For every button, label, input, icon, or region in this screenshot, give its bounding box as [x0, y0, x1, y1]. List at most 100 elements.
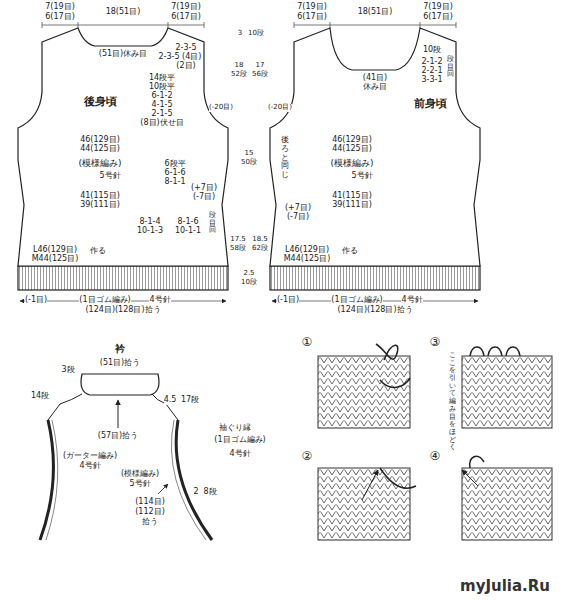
dimension-label: (-1目): [25, 296, 47, 305]
finishing-figure: [40, 394, 212, 540]
piece-note: 39(111目): [332, 201, 372, 210]
dimension-label: 17.5: [230, 236, 246, 244]
dimension-label: (-20目): [209, 104, 233, 112]
piece-name: 前身頃: [414, 98, 447, 110]
dimension-label: (模様編み): [121, 470, 159, 479]
dimension-label: 7(19目): [297, 3, 327, 12]
dimension-label: (41目): [363, 74, 387, 83]
dimension-label: 17段: [181, 396, 199, 405]
dimension-label: 52段: [231, 71, 247, 79]
dimension-label: (-1目): [277, 296, 299, 305]
dimension-label: 10段: [248, 30, 264, 38]
dimension-label: 2-1-5: [151, 110, 172, 119]
dimension-label: 8-1-1: [164, 178, 185, 187]
dimension-label: M44(125目): [284, 255, 331, 264]
dimension-label: 18(51目): [358, 8, 393, 17]
piece-outline: [270, 28, 480, 266]
dimension-label: 58段: [230, 245, 246, 253]
dimension-label: M44(125目): [32, 255, 79, 264]
dimension-label: (+7目): [191, 184, 217, 193]
dimension-label: (1目ゴム編み): [214, 436, 265, 445]
knitting-step-illustration: [318, 344, 552, 540]
step-number: ④: [430, 450, 441, 463]
dimension-label: 4号針: [229, 450, 250, 459]
dimension-label: (-7目): [287, 213, 309, 222]
dimension-label: (57目)拾う: [98, 432, 138, 441]
dimension-label: 2.5: [243, 270, 254, 278]
piece-note: 46(129目): [80, 136, 120, 145]
dimension-label: 休み目: [363, 83, 387, 92]
watermark: myJulia.Ru: [460, 578, 550, 595]
dimension-label: (+7目): [285, 204, 311, 213]
dimension-label: 18(51目): [106, 8, 141, 17]
piece-note: 39(111目): [80, 201, 120, 210]
dimension-label: 7(19目): [45, 3, 75, 12]
step-number: ①: [302, 336, 313, 349]
piece-note: 5号針: [99, 172, 120, 181]
dimension-label: 4号針: [149, 296, 170, 305]
dimension-label: 50段: [241, 159, 257, 167]
dimension-label: L46(129目): [285, 246, 329, 255]
piece-outline: [18, 28, 228, 266]
step-number: ②: [302, 450, 313, 463]
dimension-label: 2-2-1: [421, 67, 442, 76]
dimension-label: 4-1-5: [151, 101, 172, 110]
dimension-label: 6(17目): [45, 13, 75, 22]
dimension-label: 6段平: [164, 160, 185, 169]
dimension-label: (124目)(128目)拾う: [85, 306, 160, 315]
dimension-label: 作る: [90, 247, 106, 256]
dimension-label: 62段: [252, 245, 268, 253]
dimension-label: 2-3-5: [175, 44, 196, 53]
dimension-label: (112目): [135, 508, 165, 517]
piece-note: 46(129目): [332, 136, 372, 145]
dimension-label: 作る: [342, 247, 358, 256]
piece-note: 44(125目): [80, 145, 120, 154]
dimension-label: (114目): [135, 498, 165, 507]
dimension-label: 2-1-2: [421, 58, 442, 67]
dimension-label: 17: [256, 62, 265, 70]
dimension-label: 4号針: [401, 296, 422, 305]
dimension-label: 8-1-4: [139, 218, 160, 227]
rib-band: [270, 266, 480, 290]
dimension-label: 8-1-6: [177, 218, 198, 227]
dimension-label: 14段平: [149, 74, 175, 83]
dimension-label: 3段: [61, 366, 74, 375]
dimension-label: (1目ゴム編み): [79, 296, 130, 305]
piece-note: (模様編み): [78, 159, 121, 169]
dimension-label: (ガーター編み): [63, 452, 117, 461]
dimension-label: 4.5: [164, 396, 177, 405]
dimension-label: (2目): [176, 62, 195, 71]
dimension-label: (8目)伏せ目: [140, 119, 183, 128]
dimension-label: 18.5: [252, 236, 268, 244]
dimension-label: 5号針: [129, 480, 150, 489]
dimension-label: ここを引いて 編み目をほどく: [449, 352, 456, 452]
dimension-label: 56段: [252, 71, 268, 79]
rib-band: [18, 266, 228, 290]
dimension-label: 10-1-1: [175, 227, 201, 236]
dimension-label: 15: [245, 150, 254, 158]
dimension-label: 10段: [423, 46, 441, 55]
piece-note: 44(125目): [332, 145, 372, 154]
dimension-label: 6(17目): [423, 13, 453, 22]
dimension-label: 2: [193, 488, 198, 497]
dimension-label: 3: [238, 30, 242, 38]
dimension-label: 7(19目): [423, 3, 453, 12]
dimension-label: 袖ぐり縁: [219, 424, 251, 433]
dimension-label: 段目回: [447, 56, 454, 79]
dimension-label: 18: [235, 62, 244, 70]
dimension-label: 後ろと同じ: [281, 136, 289, 180]
piece-name: 衿: [115, 343, 125, 354]
piece-note: 5号針: [351, 172, 372, 181]
dimension-label: 3-3-1: [421, 76, 442, 85]
dimension-label: (1目ゴム編み): [331, 296, 382, 305]
collar-band: 衿: [78, 342, 164, 397]
dimension-label: 2-3-5 (4目): [159, 53, 202, 62]
piece-outline: [81, 374, 159, 395]
dimension-label: 6(17目): [171, 13, 201, 22]
dimension-label: (51目)拾う: [100, 359, 140, 368]
dimension-label: 14段: [31, 392, 49, 401]
piece-note: 41(115目): [80, 192, 120, 201]
piece-note: (模様編み): [330, 159, 373, 169]
dimension-label: (51目)休み目: [99, 50, 147, 59]
dimension-label: (-7目): [193, 193, 215, 202]
